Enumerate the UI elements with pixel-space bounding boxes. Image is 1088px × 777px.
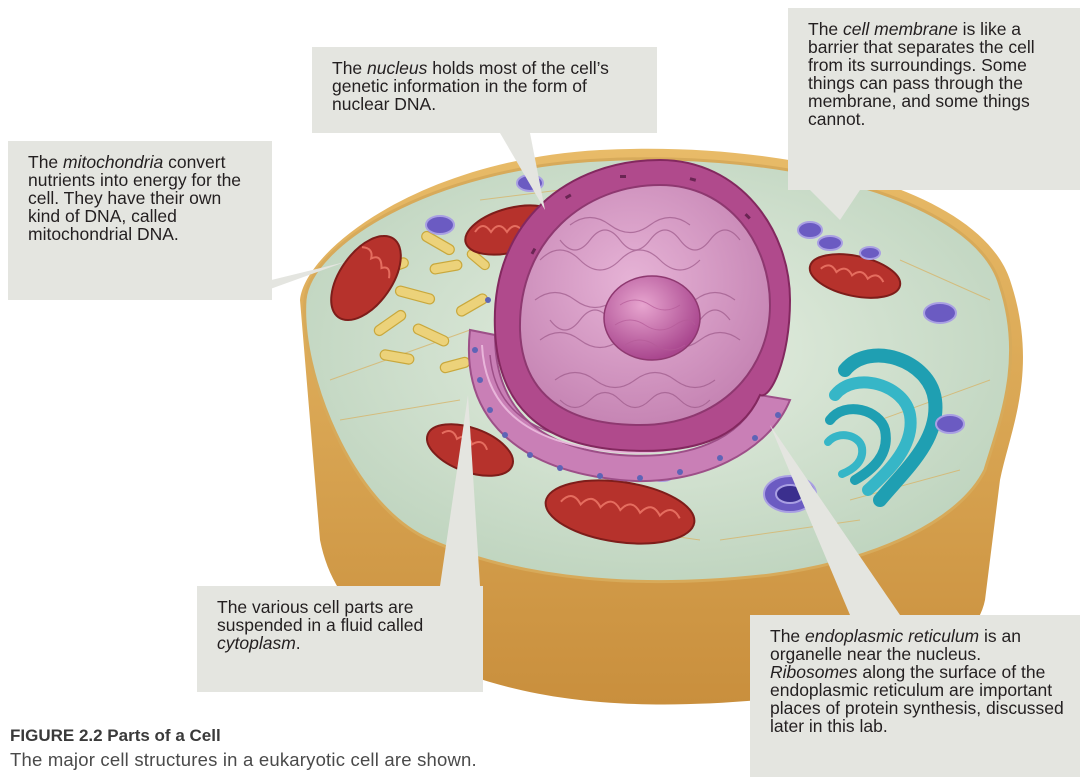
callout-mitochondria: The mitochondria convert nutrients into …: [8, 141, 272, 300]
callout-cytoplasm: The various cell parts are suspended in …: [197, 586, 483, 692]
figure-caption: The major cell structures in a eukaryoti…: [10, 749, 477, 771]
term-cytoplasm: cytoplasm: [217, 633, 296, 653]
callout-text: The various cell parts are suspended in …: [217, 597, 423, 635]
callout-text: .: [296, 633, 301, 653]
callout-text: The: [28, 152, 63, 172]
term-mitochondria: mitochondria: [63, 152, 163, 172]
callout-endoplasmic-reticulum: The endoplasmic reticulum is an organell…: [750, 615, 1080, 777]
callout-text: The: [808, 19, 843, 39]
nucleolus: [604, 276, 700, 360]
callout-cell-membrane: The cell membrane is like a barrier that…: [788, 8, 1080, 190]
callout-nucleus: The nucleus holds most of the cell’s gen…: [312, 47, 657, 133]
term-cell-membrane: cell membrane: [843, 19, 958, 39]
term-ribosomes: Ribosomes: [770, 662, 858, 682]
figure-title: FIGURE 2.2 Parts of a Cell: [10, 726, 221, 746]
term-nucleus: nucleus: [367, 58, 427, 78]
callout-text: The: [332, 58, 367, 78]
term-endoplasmic-reticulum: endoplasmic reticulum: [805, 626, 979, 646]
callout-text: The: [770, 626, 805, 646]
